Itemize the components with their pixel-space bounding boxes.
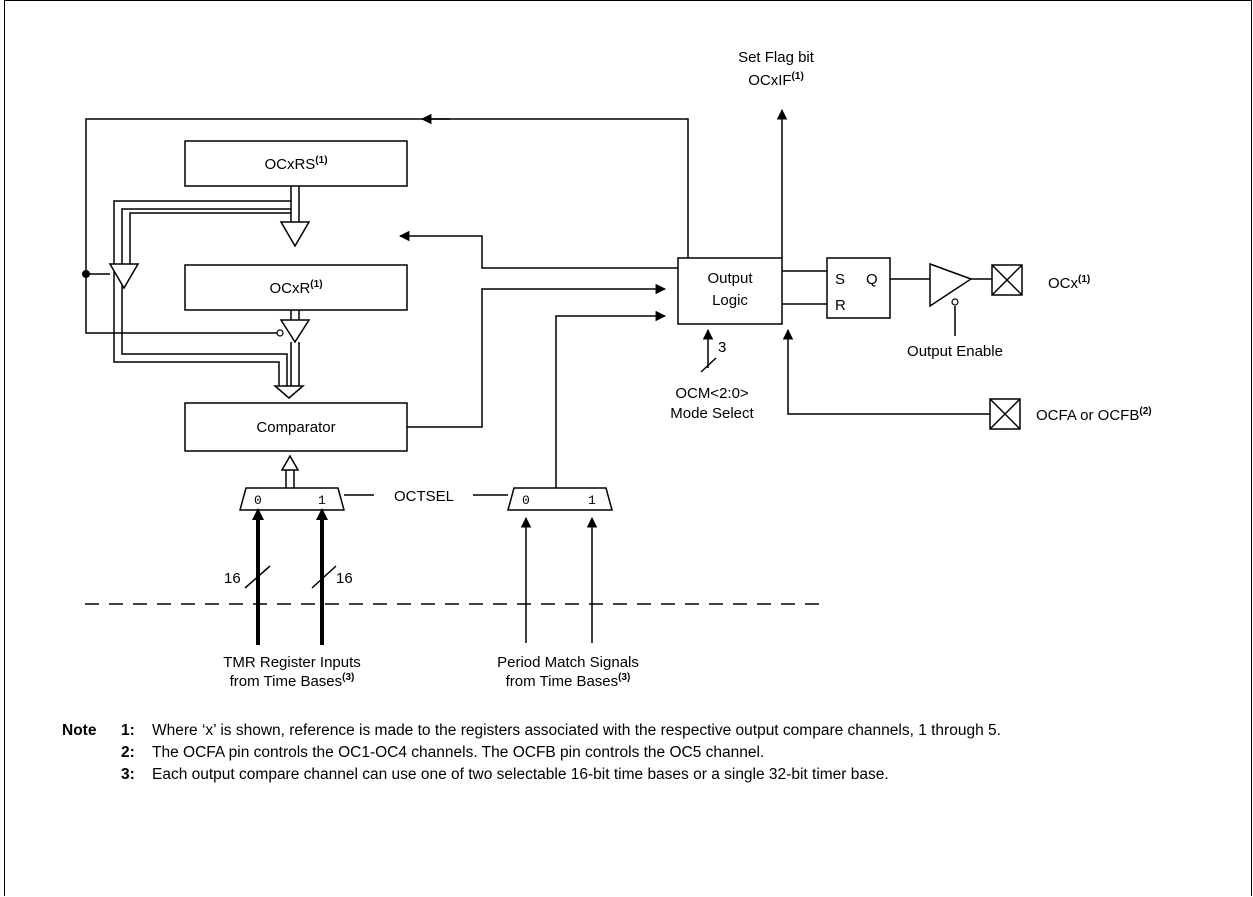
output-enable-bubble [951, 298, 959, 306]
octsel-label: OCTSEL [394, 488, 454, 505]
bus-width-left-label: 16 [224, 570, 241, 587]
tmr-inputs-line1: TMR Register Inputs [223, 654, 361, 671]
ocxr-buffer-icon [279, 319, 311, 344]
bus-width-right-label: 16 [336, 570, 353, 587]
output-logic-block [677, 257, 783, 325]
ocxrs-bus-wire [290, 186, 300, 222]
comparator-out-wire [406, 283, 667, 428]
mode-select-slash [700, 357, 717, 373]
ocxr-label: OCxR(1) [269, 279, 322, 297]
ocxrs-register [184, 140, 408, 187]
set-flag-line2: OCxIF(1) [748, 71, 804, 89]
set-flag-line1: Set Flag bit [738, 49, 815, 66]
tmr-input-0-arrow-icon [252, 508, 264, 520]
ocxrs-load-wire [398, 230, 678, 269]
note-text: Where ‘x’ is shown, reference is made to… [152, 722, 1001, 739]
ocxrs-loop-bus [113, 200, 291, 386]
output-enable-label: Output Enable [907, 343, 1003, 360]
note-item: 2: The OCFA pin controls the OC1-OC4 cha… [62, 742, 1212, 764]
period-match-line1: Period Match Signals [497, 654, 639, 671]
note-heading: Note [62, 722, 97, 739]
note-item: 3: Each output compare channel can use o… [62, 764, 1212, 786]
ocxrs-buffer-icon [279, 221, 311, 248]
ocxr-buffer-enable-bubble [276, 329, 284, 337]
tmr-inputs-line2: from Time Bases(3) [230, 672, 355, 690]
mux-to-comparator-bus [285, 470, 295, 488]
sr-s-label: S [835, 271, 845, 288]
note-item: Note 1: Where ‘x’ is shown, reference is… [62, 720, 1212, 742]
tmr-input-1-arrow-icon [316, 508, 328, 520]
figure-frame [4, 0, 1252, 896]
bus-width-slash-left [244, 565, 271, 589]
period-match-mux [507, 487, 613, 511]
ocxr-bus-wire [290, 310, 300, 320]
ocm-count-label: 3 [718, 339, 726, 356]
note-text: The OCFA pin controls the OC1-OC4 channe… [152, 744, 765, 761]
bus-width-slash-right [311, 565, 337, 589]
sr-q-label: Q [866, 271, 878, 288]
tmr-mux [239, 487, 345, 511]
ocxr-register [184, 264, 408, 311]
note-number: 1: [121, 722, 135, 739]
ocm-label-line2: Mode Select [670, 405, 754, 422]
ocfa-wire [782, 328, 990, 415]
ocxrs-inner-bus [129, 212, 291, 266]
output-logic-line1: Output [707, 270, 753, 287]
comparator-in-arrow-icon [272, 385, 306, 399]
period-match-wire [555, 310, 667, 489]
note-number: 3: [121, 766, 135, 783]
ocx-pin-cross [991, 264, 1023, 296]
note-text: Each output compare channel can use one … [152, 766, 889, 783]
ocfa-pin-label: OCFA or OCFB(2) [1036, 406, 1152, 424]
feedback-buffer-icon [108, 263, 140, 290]
tmr-mux-in1: 1 [318, 493, 326, 508]
sr-r-label: R [835, 297, 846, 314]
comparator-label: Comparator [256, 419, 335, 436]
ocm-label-line1: OCM<2:0> [675, 385, 749, 402]
sr-latch [826, 257, 891, 319]
ocxr-to-comparator-bus [290, 342, 300, 386]
ocx-pin-label: OCx(1) [1048, 274, 1090, 292]
ocxrs-label: OCxRS(1) [264, 155, 327, 173]
comparator-block [184, 402, 408, 452]
comparator-bus-arrow-icon [280, 454, 300, 471]
notes-section: Note 1: Where ‘x’ is shown, reference is… [62, 720, 1212, 786]
output-buffer-icon [929, 262, 973, 308]
period-match-line2: from Time Bases(3) [506, 672, 631, 690]
period-mux-in0: 0 [522, 493, 530, 508]
output-logic-line2: Logic [712, 292, 748, 309]
ocfa-pin-cross [989, 398, 1021, 430]
feedback-wire [85, 118, 689, 334]
feedback-junction-dot [82, 270, 90, 278]
tmr-mux-in0: 0 [254, 493, 262, 508]
period-mux-in1: 1 [588, 493, 596, 508]
note-number: 2: [121, 744, 135, 761]
